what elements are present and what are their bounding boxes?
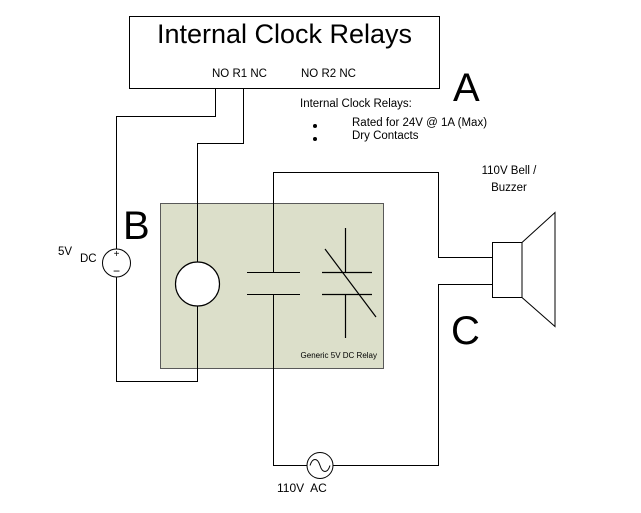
speaker-horn — [521, 211, 556, 328]
bell-speaker-icon — [492, 211, 556, 328]
relay1-terminal-labels: NO R1 NC — [212, 68, 267, 80]
dc-source-voltage-label: 5V — [58, 246, 73, 258]
wire-r1-nc-to-coil-top — [197, 88, 244, 262]
dc-source-symbol — [102, 248, 131, 278]
sine-wave-icon — [309, 459, 331, 472]
notes-title: Internal Clock Relays: — [300, 98, 412, 110]
wires-group — [116, 88, 493, 466]
note-item-contacts: Dry Contacts — [352, 130, 419, 142]
contact-actuator-line — [324, 248, 377, 318]
bell-label-line1: 110V Bell / — [481, 165, 537, 177]
wire-dc-source-to-coil-bottom — [116, 277, 198, 382]
relay2-terminal-labels: NO R2 NC — [301, 68, 356, 80]
relay-contact-right — [322, 228, 377, 338]
dc-source-type-label: DC — [80, 253, 97, 265]
wire-ac-source-to-bell-bottom — [333, 284, 493, 466]
note-item-rating: Rated for 24V @ 1A (Max) — [352, 117, 488, 129]
bullet-icon — [313, 137, 317, 141]
section-label-b: B — [123, 204, 150, 248]
relay-contact-left — [247, 271, 300, 296]
clock-relays-box — [129, 16, 440, 89]
speaker-body — [492, 242, 523, 298]
section-label-a: A — [453, 66, 480, 110]
relay-coil-symbol — [174, 261, 221, 307]
section-label-c: C — [451, 309, 480, 353]
ac-source-label: 110V AC — [277, 481, 327, 495]
relay-caption: Generic 5V DC Relay — [300, 351, 377, 360]
wire-contact-to-bell-top — [273, 172, 493, 273]
bullet-icon — [313, 124, 317, 128]
wire-contact-to-ac-source — [273, 294, 307, 466]
relay-internals-group — [174, 228, 377, 338]
diagram-title: Internal Clock Relays — [156, 19, 413, 49]
bell-label-line2: Buzzer — [491, 182, 527, 194]
dc-source-plus-mark: + — [113, 249, 120, 260]
dc-source-minus-mark: − — [112, 263, 120, 278]
wire-r1-no-to-dc-source — [116, 88, 216, 249]
ac-source-symbol — [306, 452, 334, 479]
